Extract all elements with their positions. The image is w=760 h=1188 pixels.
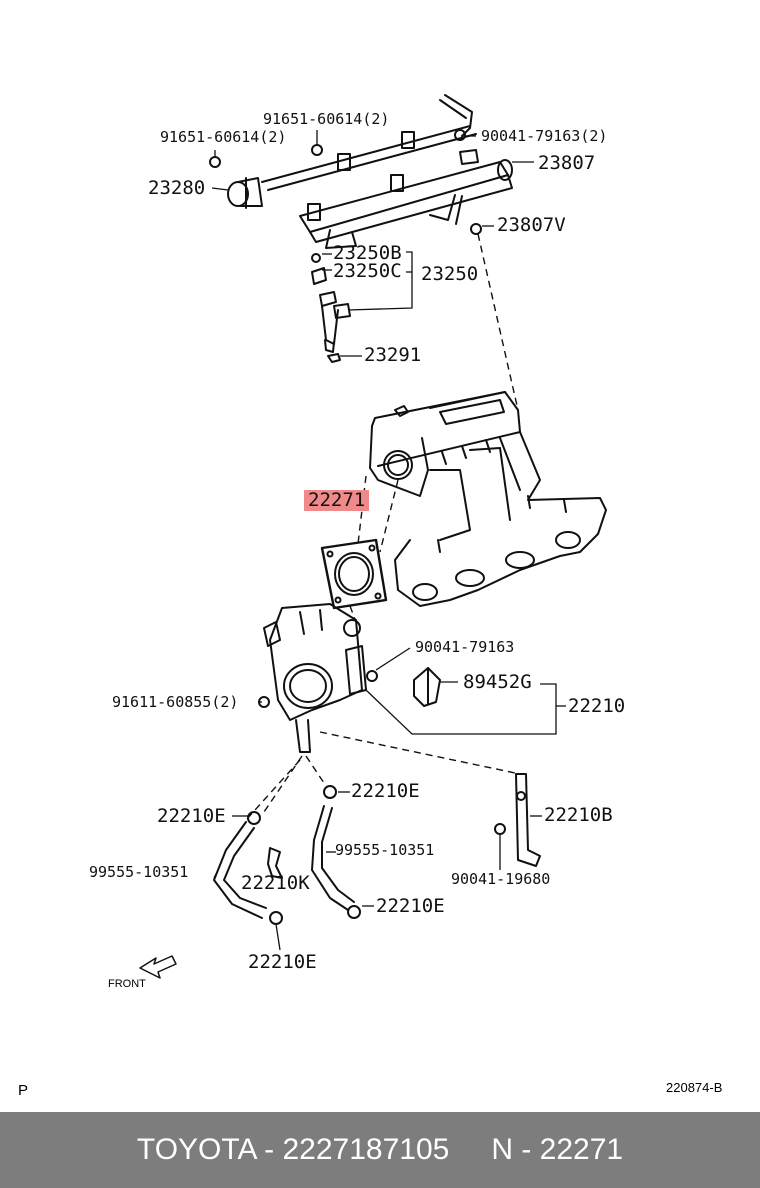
parts-diagram — [139, 94, 607, 979]
fuel-injector — [311, 253, 351, 363]
front-arrow — [139, 955, 177, 979]
label-22210k: 22210K — [241, 872, 310, 894]
intake-manifold — [369, 391, 607, 607]
label-22210e-upper: 22210E — [351, 780, 420, 802]
label-90041-79163-top: 90041-79163(2) — [481, 127, 608, 145]
label-99555-10351-right: 99555-10351 — [335, 841, 435, 859]
diagram-code: 220874-B — [666, 1080, 723, 1095]
label-22210b: 22210B — [544, 804, 613, 826]
throttle-body-gasket — [320, 538, 388, 610]
label-22271-highlighted[interactable]: 22271 — [304, 490, 370, 511]
leader-lines — [211, 130, 566, 951]
label-91651-60614-top: 91651-60614(2) — [263, 110, 390, 128]
label-23250c: 23250C — [333, 260, 402, 282]
label-22210: 22210 — [568, 695, 626, 717]
bolts — [209, 129, 506, 835]
label-23291: 23291 — [364, 344, 422, 366]
label-22210e-left: 22210E — [157, 805, 226, 827]
water-hose-left — [213, 811, 283, 925]
water-hose-right — [311, 785, 361, 919]
footer-bar: TOYOTA - 2227187105 N - 22271 — [0, 1112, 760, 1188]
label-23250: 23250 — [421, 263, 479, 285]
label-89452g: 89452G — [463, 671, 532, 693]
throttle-position-sensor — [413, 667, 441, 707]
label-99555-10351-left: 99555-10351 — [89, 863, 189, 881]
label-91611-60855: 91611-60855(2) — [112, 693, 239, 711]
pressure-regulator — [227, 177, 263, 209]
label-90041-19680: 90041-19680 — [451, 870, 551, 888]
label-90041-79163: 90041-79163 — [415, 638, 515, 656]
label-23807v: 23807V — [497, 214, 566, 236]
footer-brand-part-number: TOYOTA - 2227187105 — [136, 1133, 450, 1166]
throttle-body — [263, 603, 378, 753]
front-label: FRONT — [108, 978, 146, 990]
fuel-delivery-pipe — [261, 94, 513, 249]
label-23250b: 23250B — [333, 242, 402, 264]
label-22210e-bottom: 22210E — [248, 951, 317, 973]
label-23807: 23807 — [538, 152, 596, 174]
corner-mark: P — [18, 1082, 29, 1099]
footer-reference-number: N - 22271 — [491, 1133, 624, 1166]
label-23280: 23280 — [148, 177, 206, 199]
dashed-guides — [245, 233, 521, 821]
label-91651-60614-left: 91651-60614(2) — [160, 128, 287, 146]
label-22210e-right: 22210E — [376, 895, 445, 917]
hose-clip — [267, 847, 283, 879]
bracket-22210b — [515, 773, 541, 867]
